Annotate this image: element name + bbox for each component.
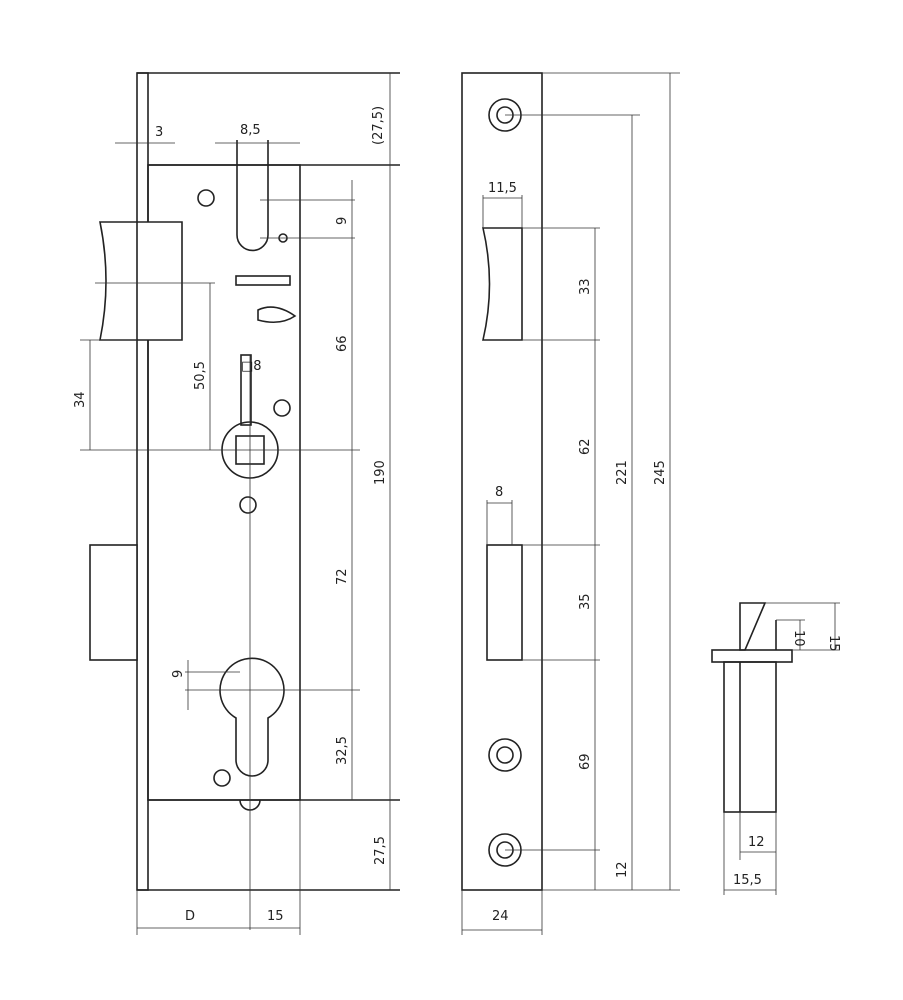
dim-backset: D [185,909,195,924]
dim-15: 15 [267,909,284,924]
dim-top: (27,5) [371,106,386,145]
dim-part-10: 10 [791,630,806,647]
top-slot [236,140,269,252]
dim-part-15: 15 [826,635,841,652]
deadbolt [89,544,138,661]
dim-11-5: 11,5 [488,181,517,196]
cylinder-hole [219,657,285,777]
dim-34: 34 [73,391,88,408]
dim-8: 8 [495,485,503,500]
latch [99,221,183,341]
dim-9a: 9 [335,217,350,225]
dim-part-15-5: 15,5 [733,873,762,888]
dim-32-5: 32,5 [335,736,350,765]
dim-35: 35 [578,593,593,610]
dim-slot: 8,5 [240,123,261,138]
dim-bottom: 27,5 [373,836,388,865]
dim-33: 33 [578,278,593,295]
dim-190: 190 [373,460,388,485]
dim-62: 62 [578,438,593,455]
dim-square: □8 [241,359,262,374]
latch-opening [481,227,523,341]
dim-66: 66 [335,335,350,352]
dim-72: 72 [335,568,350,585]
dim-245: 245 [653,460,668,485]
dim-50-5: 50,5 [193,361,208,390]
dim-faceplate: 3 [155,125,163,140]
dim-part-12: 12 [748,835,765,850]
dim-12: 12 [615,861,630,878]
dim-221: 221 [615,460,630,485]
lock-body-view: 3 8,5 (27,5) 9 66 190 50,5 34 □8 72 9 32… [73,72,400,935]
dim-9b: 9 [171,670,186,678]
strike-plate-view: 11,5 33 62 221 245 8 35 69 12 24 [461,72,680,935]
bolt-opening [486,544,523,661]
dim-69: 69 [578,753,593,770]
dim-24: 24 [492,909,509,924]
latch-part-view: 15 10 12 15,5 [711,602,841,895]
